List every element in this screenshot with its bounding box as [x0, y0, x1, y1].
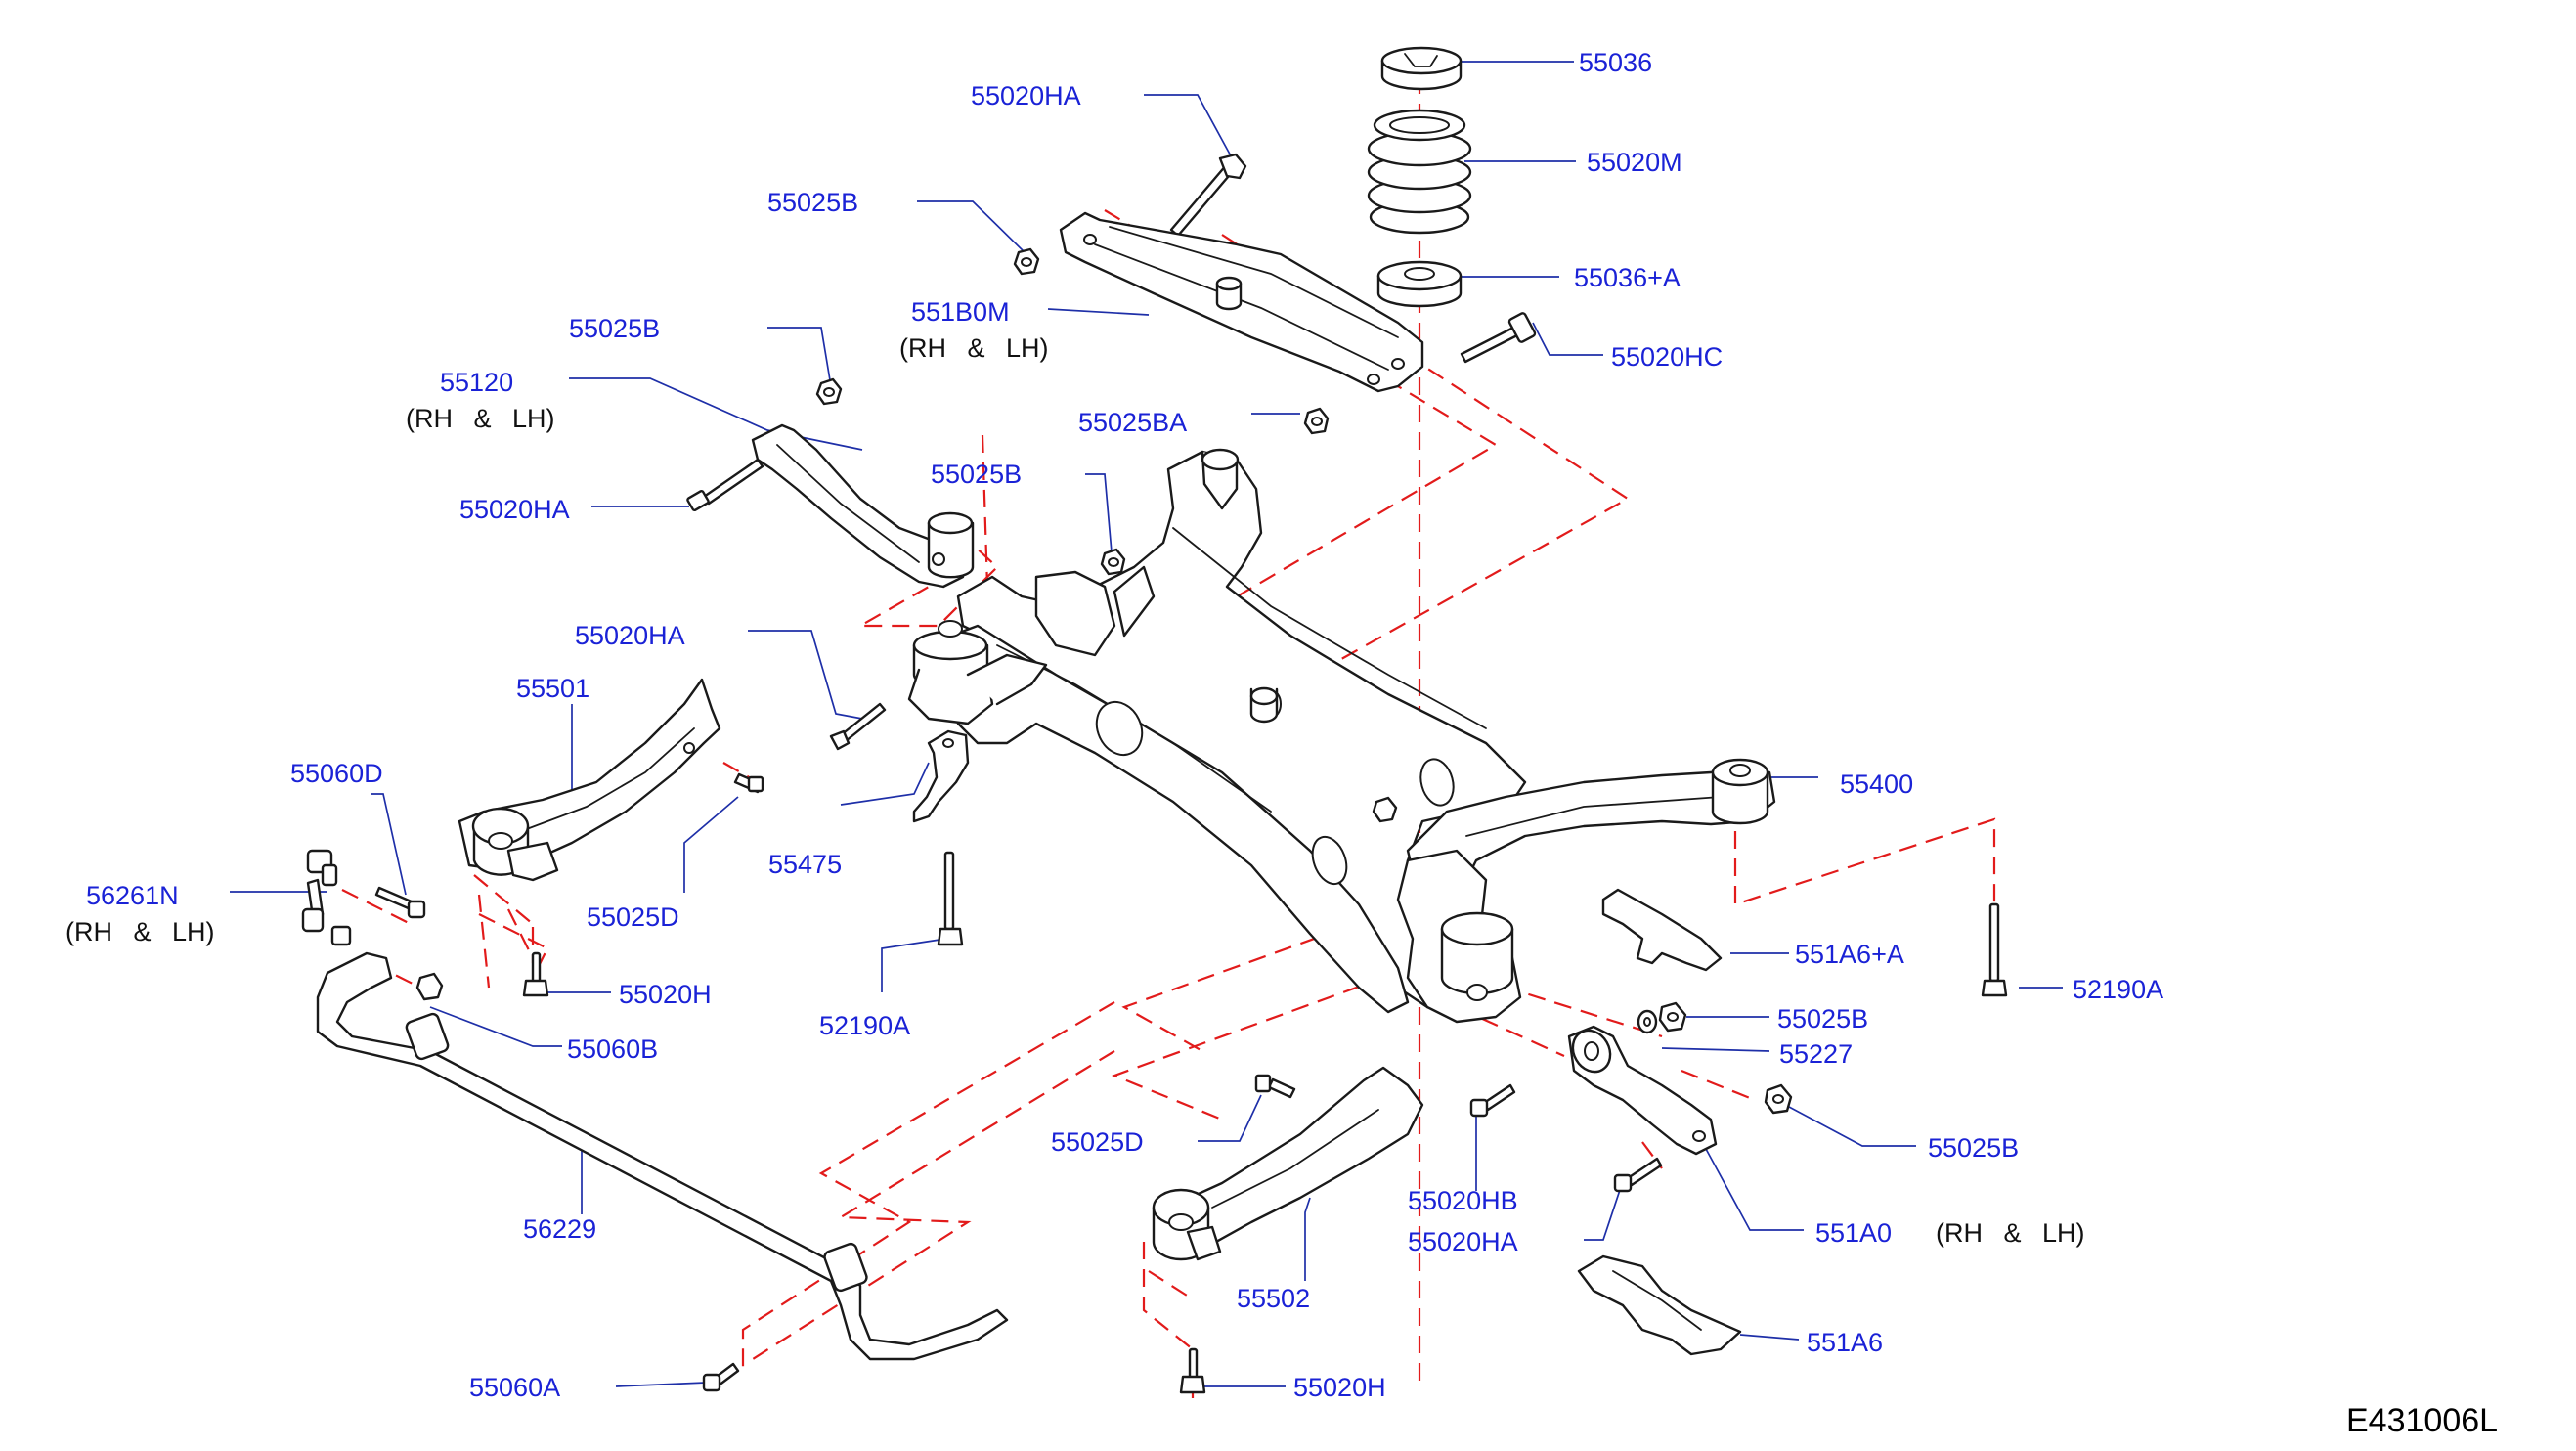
coil-spring — [1367, 109, 1472, 235]
callout-55036A: 55036+A — [1574, 263, 1681, 292]
bolt-55025D-b — [1254, 1074, 1296, 1099]
callout-56261N: 56261N — [86, 881, 179, 910]
callout-551B0M-side: (RH & LH) — [899, 333, 1049, 363]
crossmember-bracket — [1034, 565, 1156, 657]
callout-55501: 55501 — [516, 674, 589, 703]
bolt-52190A-right — [1981, 902, 2008, 997]
bolt-55020H-b — [1179, 1347, 1206, 1394]
callout-56229: 56229 — [523, 1214, 596, 1244]
callout-55120: 55120 — [440, 368, 513, 397]
stabilizer-link — [301, 849, 352, 946]
callout-55020HA-top: 55020HA — [971, 81, 1081, 110]
bolt-55501-side — [733, 772, 764, 794]
lower-spring-seat — [1376, 260, 1463, 308]
callout-551B0M: 551B0M — [911, 297, 1010, 327]
callout-labels: 55036 55020HA 55020M 55025B 55036+A 551B… — [65, 48, 2498, 1439]
callout-55025B-d: 55025B — [1777, 1004, 1868, 1033]
callout-52190A-mid: 52190A — [819, 1011, 910, 1040]
mount-bushing — [907, 620, 1048, 726]
bolt-mid — [829, 702, 887, 751]
upper-link-551B0M — [1059, 211, 1424, 393]
hex-nut-55025B-e — [1764, 1083, 1793, 1115]
callout-551A0: 551A0 — [1815, 1218, 1892, 1248]
bolt-low — [1613, 1157, 1663, 1193]
callout-55025B-e: 55025B — [1928, 1133, 2019, 1163]
callout-55020HA-left: 55020HA — [459, 495, 570, 524]
callout-leader-lines — [230, 61, 2063, 1387]
arm-55120 — [751, 423, 975, 589]
arm-55400 — [1406, 758, 1776, 901]
callout-55025D-b: 55025D — [1051, 1127, 1144, 1157]
callout-55502: 55502 — [1237, 1284, 1310, 1313]
callout-56261N-side: (RH & LH) — [65, 917, 215, 946]
callout-52190A-right: 52190A — [2073, 975, 2163, 1004]
upper-spring-seat — [1380, 46, 1463, 91]
callout-55020HC: 55020HC — [1611, 342, 1723, 372]
callout-55020M: 55020M — [1587, 148, 1682, 177]
callout-55025BA: 55025BA — [1078, 408, 1187, 437]
callout-55025D-a: 55025D — [587, 902, 679, 932]
callout-551A6A: 551A6+A — [1795, 940, 1904, 969]
knuckle-mount — [1396, 849, 1522, 1024]
callout-55060A: 55060A — [469, 1373, 560, 1402]
nut-55060B — [415, 972, 444, 1001]
callout-55036: 55036 — [1579, 48, 1652, 77]
callout-551A0-side: (RH & LH) — [1936, 1218, 2085, 1248]
hex-nut-55025BA — [1303, 407, 1330, 435]
callout-55020HA-low: 55020HA — [1408, 1227, 1518, 1256]
bolt-55020HB — [1469, 1083, 1516, 1118]
guard-551A6 — [1577, 1254, 1742, 1356]
bolt-55060A — [702, 1362, 740, 1392]
callout-55020H-a: 55020H — [619, 980, 712, 1009]
callout-55475: 55475 — [768, 850, 842, 879]
callout-55025B-c: 55025B — [931, 460, 1022, 489]
bolt-55020HC — [1460, 312, 1537, 364]
hex-nut-55025B-d — [1658, 1001, 1687, 1033]
hex-nut-55025B-a — [1013, 247, 1040, 276]
callout-55060B: 55060B — [567, 1034, 658, 1064]
bolt-left — [686, 458, 764, 512]
stabilizer-bar — [316, 951, 1009, 1361]
callout-55227: 55227 — [1779, 1039, 1853, 1069]
bolt-top — [1169, 153, 1247, 238]
arm-55502 — [1152, 1066, 1424, 1261]
callout-55400: 55400 — [1840, 769, 1913, 799]
lateral-link-551A0 — [1567, 1025, 1718, 1156]
bolt-52190A-mid — [937, 851, 964, 946]
callout-551A6: 551A6 — [1807, 1328, 1883, 1357]
callout-55060D: 55060D — [290, 759, 383, 788]
callout-55025B-a: 55025B — [767, 188, 858, 217]
callout-55020HB: 55020HB — [1408, 1186, 1518, 1215]
bracket-55475 — [912, 729, 970, 823]
guard-551A6A — [1601, 888, 1723, 972]
hex-nut-55025B-c — [1100, 548, 1126, 576]
callout-55025B-b: 55025B — [569, 314, 660, 343]
callout-55020H-b: 55020H — [1293, 1373, 1386, 1402]
callout-55120-side: (RH & LH) — [406, 404, 555, 433]
hex-nut-55025B-b — [815, 377, 843, 406]
bolt-55060D — [374, 886, 426, 919]
washer-55227 — [1637, 1009, 1658, 1034]
bolt-55020H-a — [522, 951, 549, 997]
arm-55501 — [458, 678, 721, 882]
callout-55020HA-mid: 55020HA — [575, 621, 685, 650]
drawing-code: E431006L — [2346, 1402, 2498, 1439]
